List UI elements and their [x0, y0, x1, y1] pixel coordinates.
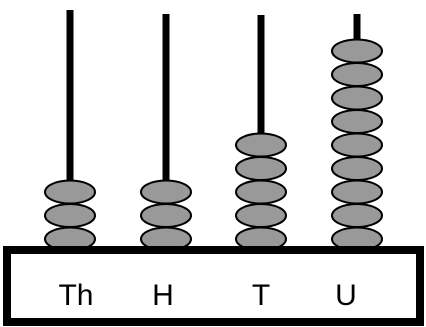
bead-units: [331, 62, 383, 87]
labels-layer: Th H T U: [58, 279, 356, 312]
bead-tens: [235, 132, 287, 158]
bead-thousands: [44, 203, 96, 228]
bead-units: [331, 156, 383, 181]
label-units: U: [335, 279, 357, 312]
bead-tens: [235, 203, 287, 228]
bead-hundreds: [140, 179, 192, 205]
bead-tens: [235, 156, 287, 181]
label-tens: T: [252, 279, 270, 312]
bead-units: [331, 109, 383, 134]
bead-units: [331, 132, 383, 158]
bead-units: [331, 179, 383, 205]
label-hundreds: H: [152, 279, 174, 312]
bead-thousands: [44, 179, 96, 205]
bead-units: [331, 85, 383, 111]
bead-hundreds: [140, 203, 192, 228]
bead-tens: [235, 179, 287, 205]
label-thousands: Th: [58, 279, 93, 312]
beads-layer: [44, 38, 383, 252]
abacus-base: [3, 246, 424, 326]
bead-units: [331, 203, 383, 228]
rods-layer: [66, 10, 361, 252]
bead-units: [331, 38, 383, 64]
